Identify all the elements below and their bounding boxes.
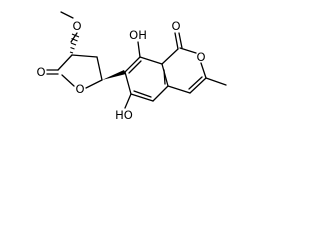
wedge-stereo-bond-c5-aryl bbox=[102, 70, 126, 80]
bond-c3-c4-double bbox=[188, 76, 203, 90]
bond-c6-c7 bbox=[124, 71, 132, 95]
bond-c8a-c1 bbox=[161, 48, 179, 65]
bond-c6-ho bbox=[124, 93, 132, 109]
bond-ring-o-c3 bbox=[200, 62, 207, 79]
bond-c7-c8 bbox=[124, 56, 141, 73]
bond-c3-c4 bbox=[71, 54, 98, 58]
bond-c3-c2 bbox=[57, 54, 73, 71]
bond-c1-carbonyl-o-a bbox=[174, 32, 179, 50]
bond-c4-c4a bbox=[167, 85, 191, 94]
bond-c5-c6 bbox=[130, 93, 154, 102]
bond-methoxy-o-c3 bbox=[70, 32, 78, 43]
atom-lactone-ring-o: O bbox=[75, 82, 84, 96]
atom-isocoumarin-carbonyl-o: O bbox=[171, 19, 180, 33]
chemical-structure: O O O OH HO O O bbox=[36, 11, 227, 122]
bond-aromatic-inner-1 bbox=[128, 60, 142, 74]
bond-c8-c8a bbox=[139, 56, 163, 65]
bond-c1-ring-o bbox=[179, 47, 197, 54]
bond-c3-c4 bbox=[189, 77, 207, 94]
bond-c4-c5 bbox=[96, 56, 103, 81]
bond-c1-carbonyl-o-b bbox=[178, 32, 183, 49]
bond-c8-oh bbox=[137, 41, 141, 58]
atom-isocoumarin-ring-o: O bbox=[196, 50, 205, 64]
bond-ring-o-c2 bbox=[61, 74, 75, 87]
bond-c3-methyl bbox=[205, 77, 227, 86]
bond-c5-ring-o bbox=[85, 79, 103, 89]
atom-oh-left: HO bbox=[115, 108, 133, 122]
hashed-stereo-bond-c3-ome bbox=[69, 33, 80, 54]
bond-methyl-methoxy-o bbox=[60, 11, 74, 19]
atom-oh-top: OH bbox=[129, 28, 147, 42]
bond-aromatic-inner-2 bbox=[163, 69, 166, 85]
atom-lactone-carbonyl-o: O bbox=[36, 65, 45, 79]
atom-methoxy-o: O bbox=[72, 19, 81, 33]
bond-aromatic-inner-3 bbox=[133, 90, 152, 98]
bond-c4a-c5 bbox=[152, 85, 169, 102]
